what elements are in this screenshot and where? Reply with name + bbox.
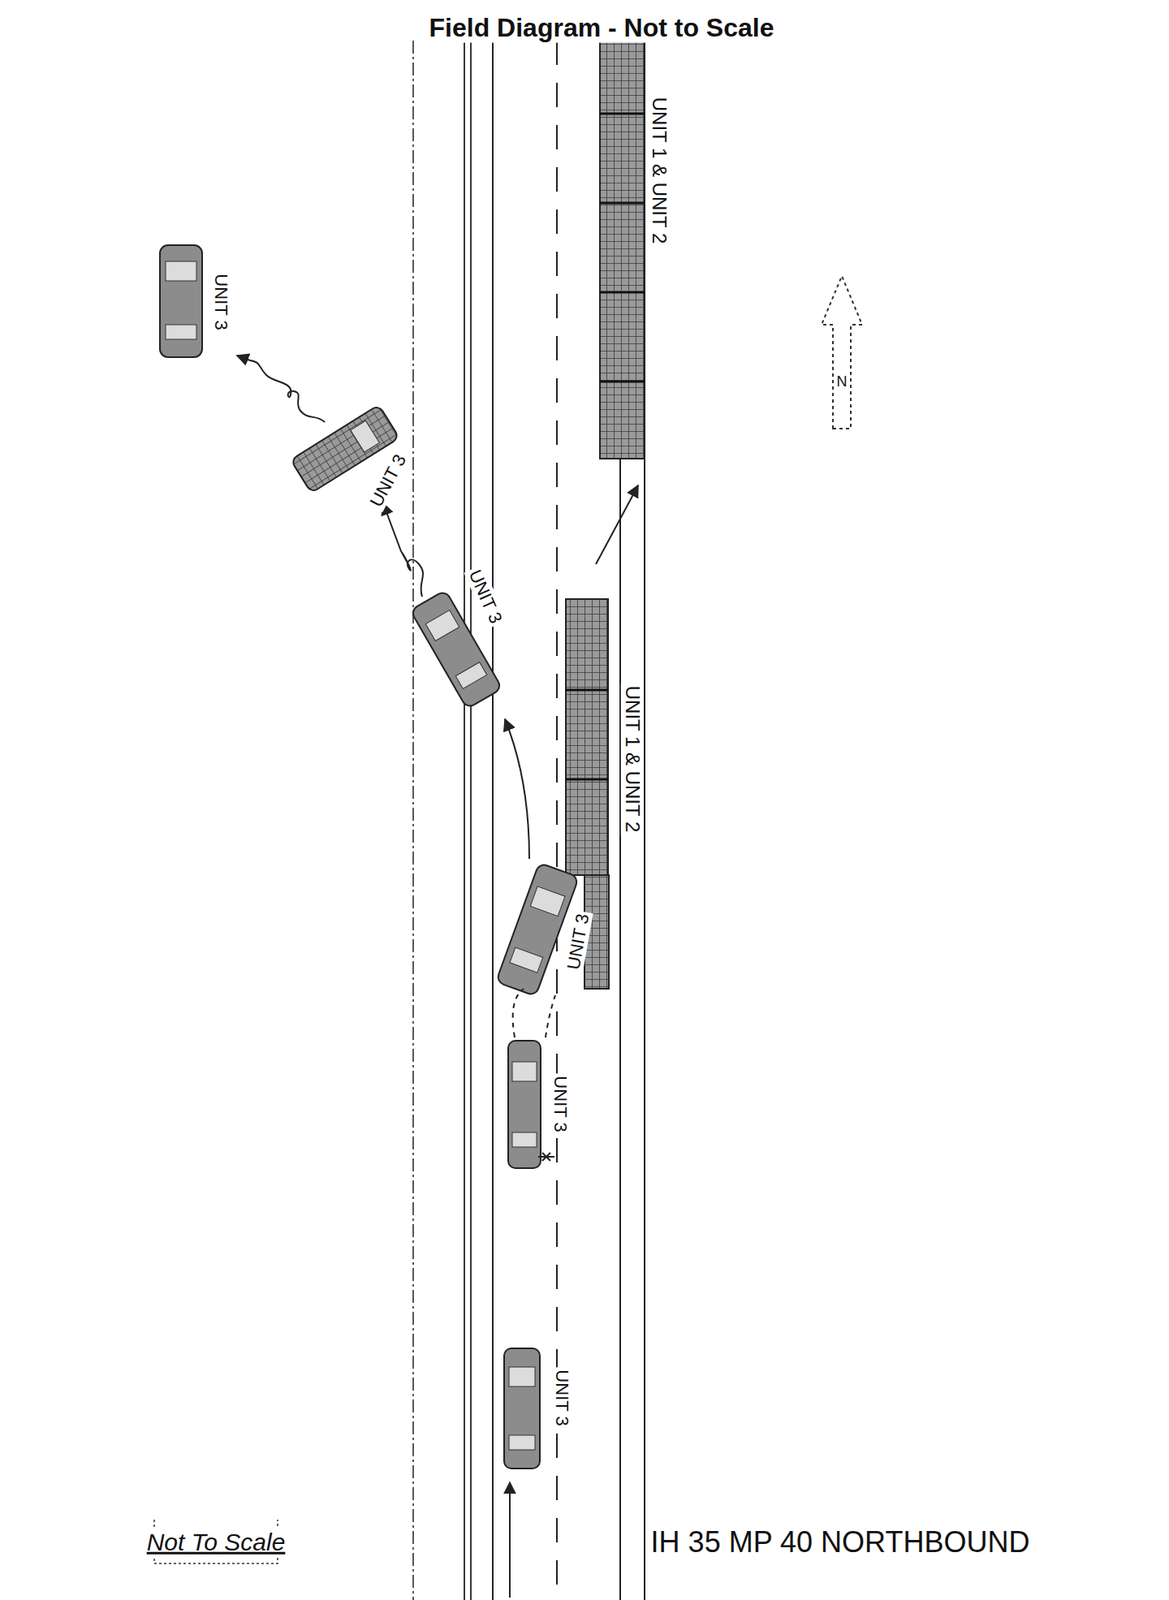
unit-label: UNIT 3 bbox=[210, 271, 231, 333]
car-final bbox=[159, 245, 203, 358]
truck-final bbox=[599, 38, 645, 459]
unit-label: UNIT 3 bbox=[364, 448, 412, 513]
diagram-title: Field Diagram - Not to Scale bbox=[427, 12, 777, 44]
unit-label: UNIT 1 & UNIT 2 bbox=[621, 683, 644, 836]
car-lane bbox=[508, 1040, 555, 1169]
scale-note: Not To Scale bbox=[144, 1528, 289, 1558]
location-label: IH 35 MP 40 NORTHBOUND bbox=[648, 1525, 1033, 1559]
car-start bbox=[504, 1348, 540, 1469]
unit-label: UNIT 1 & UNIT 2 bbox=[647, 94, 671, 247]
north-label: N bbox=[834, 373, 850, 391]
unit-label: UNIT 3 bbox=[549, 1073, 570, 1135]
unit-label: UNIT 3 bbox=[551, 1367, 572, 1428]
travel-paths bbox=[237, 355, 639, 1598]
north-arrow bbox=[821, 276, 863, 429]
car-impact bbox=[496, 862, 579, 997]
